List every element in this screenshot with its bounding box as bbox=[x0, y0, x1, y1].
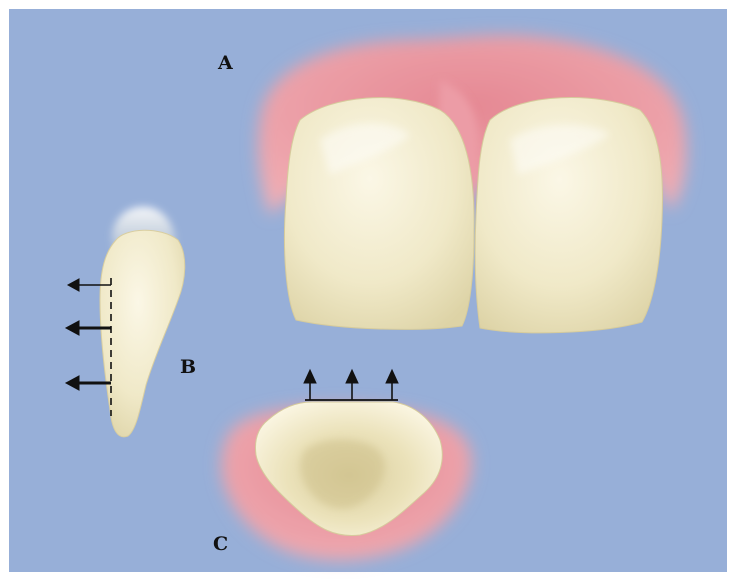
view-c-incisal-view-icon bbox=[221, 370, 471, 560]
view-c-arrow-right-icon bbox=[386, 370, 398, 400]
view-b-lateral-incisor-icon bbox=[66, 207, 185, 437]
view-b-arrow-bottom-icon bbox=[66, 376, 111, 390]
view-c-arrow-left-icon bbox=[304, 370, 316, 400]
label-b: B bbox=[180, 356, 196, 378]
view-b-tooth bbox=[100, 230, 185, 437]
view-c-arrow-middle-icon bbox=[346, 370, 358, 400]
label-a: A bbox=[218, 52, 233, 74]
view-a-frontal-incisors-icon bbox=[258, 35, 686, 333]
label-c: C bbox=[213, 533, 228, 555]
